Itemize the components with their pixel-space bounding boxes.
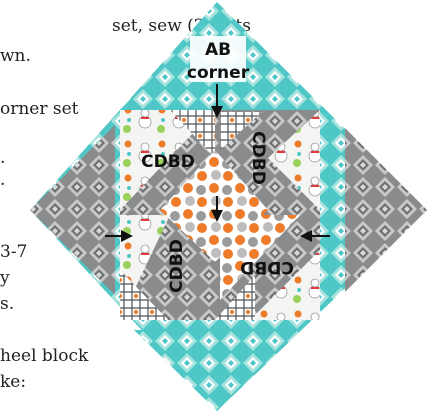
text-line-2: wn.: [0, 46, 31, 66]
arrow-left: [105, 230, 133, 242]
tl-snow: [120, 110, 215, 210]
arrow-center: [211, 196, 223, 222]
text-line-4: .: [0, 148, 6, 168]
br-snow: [250, 250, 320, 320]
bottom-corner-gray: [134, 330, 300, 411]
text-line-5: .: [0, 170, 6, 190]
bl-plaid: [120, 270, 168, 320]
cdbd-label-top-left: CDBD: [141, 152, 195, 172]
ab-label-backing: [190, 36, 246, 82]
text-line-9: heel block: [0, 346, 89, 366]
text-line-8: s.: [0, 294, 15, 314]
arrow-top: [211, 84, 223, 118]
tr-snow: [268, 110, 320, 210]
tl-dots: [170, 110, 215, 158]
corner-label: corner: [187, 63, 250, 83]
br-plaid: [215, 275, 255, 320]
cdbd-label-top-right: CDBD: [248, 131, 268, 185]
tr-plaid: [220, 112, 262, 150]
text-line-7: y: [0, 268, 10, 288]
cdbd-label-bottom-right: CDBD: [240, 257, 294, 277]
left-corner-gray: [30, 125, 115, 295]
text-line-3: orner set: [0, 99, 79, 119]
ab-label: AB: [205, 40, 231, 60]
right-corner-gray: [345, 128, 427, 292]
text-line-6: 3-7: [0, 242, 28, 262]
text-line-10: ke:: [0, 372, 27, 392]
cdbd-label-bottom-left: CDBD: [167, 239, 187, 293]
arrow-right: [300, 230, 330, 242]
br-dots: [220, 215, 300, 300]
